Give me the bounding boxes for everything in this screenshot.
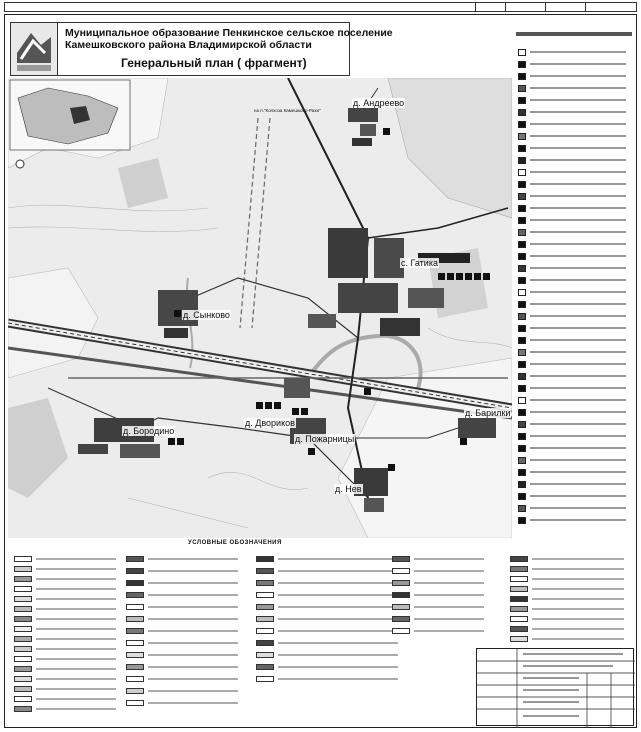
legend-row: [518, 492, 630, 501]
title-block: Муниципальное образование Пенкинское сел…: [10, 22, 393, 76]
legend-row: [518, 300, 630, 309]
title-plan: Генеральный план ( фрагмент): [121, 56, 307, 70]
bottom-legend: УСЛОВНЫЕ ОБОЗНАЧЕНИЯ: [8, 540, 634, 726]
label-road-destination: на п."Колхоза Камешково-Рахи": [254, 108, 321, 113]
label-barilki: д. Барилки: [464, 408, 512, 418]
legend-row: [518, 180, 630, 189]
title-district: Камешковского района Владимирской област…: [65, 39, 312, 51]
label-borodino: д. Бородино: [122, 426, 176, 436]
legend-row: [518, 132, 630, 141]
legend-row: [518, 444, 630, 453]
label-synkovo: д. Сынково: [182, 310, 231, 320]
legend-row: [518, 144, 630, 153]
general-plan-map[interactable]: д. Андреево на п."Колхоза Камешково-Рахи…: [8, 78, 512, 538]
legend-row: [518, 204, 630, 213]
map-drawing: [8, 78, 512, 538]
legend-row: [518, 156, 630, 165]
settlement-synkovo-blocks: [158, 290, 198, 338]
settlement-gatika-blocks: [308, 228, 470, 336]
sheet-frame: [4, 14, 637, 728]
legend-row: [518, 72, 630, 81]
legend-row: [518, 348, 630, 357]
legend-row: [518, 240, 630, 249]
legend-row: [518, 396, 630, 405]
legend-row: [518, 252, 630, 261]
legend-row: [518, 276, 630, 285]
legend-row: [518, 312, 630, 321]
legend-right-title: [516, 32, 632, 36]
label-gatika: с. Гатика: [400, 258, 439, 268]
legend-row: [518, 456, 630, 465]
municipality-emblem: [11, 23, 58, 75]
legend-row: [518, 324, 630, 333]
legend-row: [518, 108, 630, 117]
legend-row: [518, 468, 630, 477]
legend-row: [518, 336, 630, 345]
legend-row: [518, 288, 630, 297]
legend-row: [518, 192, 630, 201]
title-municipality: Муниципальное образование Пенкинское сел…: [65, 27, 393, 39]
legend-row: [518, 432, 630, 441]
legend-row: [518, 264, 630, 273]
legend-row: [518, 84, 630, 93]
legend-row: [518, 504, 630, 513]
label-pozharnitsy: д. Пожарницы: [294, 434, 356, 444]
legend-row: [518, 384, 630, 393]
legend-row: [518, 96, 630, 105]
legend-title: УСЛОВНЫЕ ОБОЗНАЧЕНИЯ: [188, 540, 282, 546]
legend-row: [518, 372, 630, 381]
legend-row: [518, 480, 630, 489]
drawing-stamp: [476, 648, 635, 727]
label-andreyevo: д. Андреево: [352, 98, 406, 108]
legend-row: [518, 48, 630, 57]
legend-row: [518, 408, 630, 417]
legend-row: [518, 420, 630, 429]
legend-row: [518, 120, 630, 129]
legend-row: [518, 360, 630, 369]
label-dvoriki: д. Двориков: [244, 418, 296, 428]
settlement-andreyevo-blocks: [348, 108, 378, 146]
top-stamp-strip: [4, 2, 637, 12]
legend-row: [518, 516, 630, 525]
settlement-barilki-blocks: [458, 418, 496, 438]
legend-right-column: [514, 24, 634, 538]
legend-row: [518, 228, 630, 237]
legend-row: [518, 168, 630, 177]
legend-row: [518, 60, 630, 69]
legend-row: [518, 216, 630, 225]
label-nev: д. Нев: [334, 484, 363, 494]
